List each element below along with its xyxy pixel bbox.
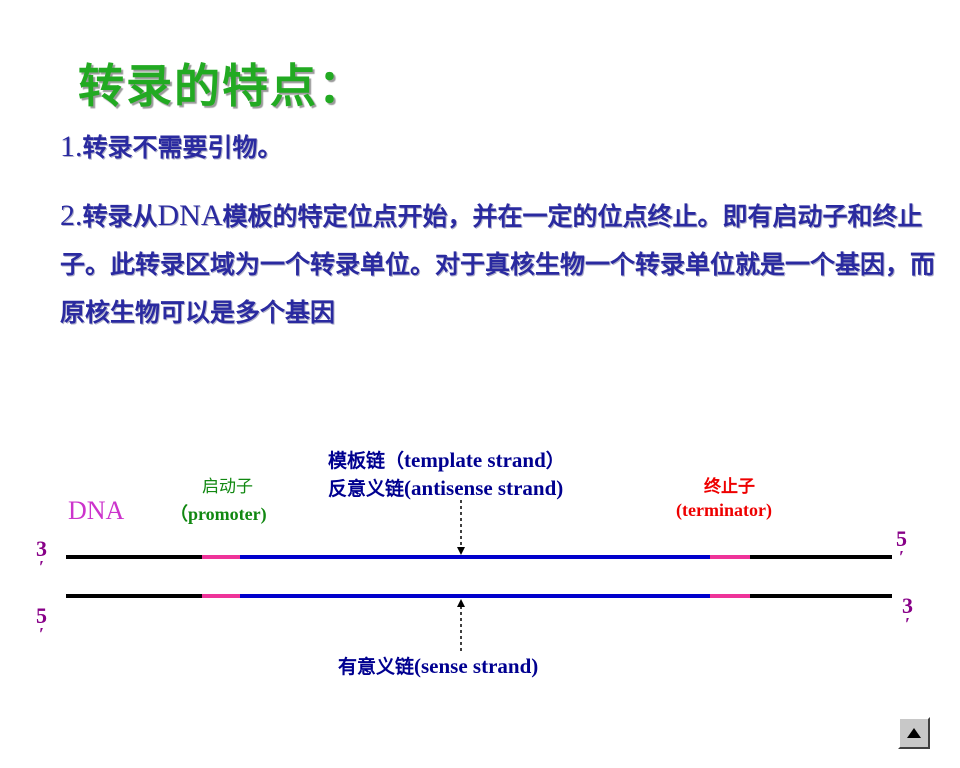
end-top-left-number: 3	[36, 536, 47, 561]
end-top-left: 3′	[36, 538, 47, 577]
template-strand-en: template strand	[404, 448, 546, 472]
end-bottom-right: 3′	[902, 595, 913, 634]
nav-up-button[interactable]	[898, 717, 930, 749]
promoter-label: 启动子	[202, 477, 253, 497]
end-bottom-left: 5′	[36, 605, 47, 644]
template-strand-cn-a: 模板链（	[328, 450, 405, 472]
promoter-english-label: （promoter)	[170, 504, 267, 524]
point-2-number: 2.	[60, 199, 83, 232]
triangle-up-icon	[907, 728, 921, 738]
end-top-left-prime: ′	[38, 557, 45, 577]
template-pointer-arrowhead	[457, 547, 465, 555]
terminator-label: 终止子	[704, 477, 755, 497]
sense-strand-label: 有意义链(sense strand)	[338, 652, 538, 679]
end-bottom-left-prime: ′	[38, 624, 45, 644]
template-strand-label: 模板链（template strand）	[328, 446, 565, 473]
end-bottom-right-number: 3	[902, 593, 913, 618]
dna-label: DNA	[68, 496, 125, 525]
end-bottom-left-number: 5	[36, 603, 47, 628]
point-2-text-a: 转录从	[82, 202, 158, 231]
antisense-strand-label: 反意义链(antisense strand)	[328, 474, 563, 501]
end-top-right: 5′	[896, 528, 907, 567]
terminator-english-label: (terminator)	[676, 500, 772, 520]
point-2: 2.转录从DNA模板的特定位点开始，并在一定的位点终止。即有启动子和终止子。此转…	[60, 192, 940, 337]
end-bottom-right-prime: ′	[904, 614, 911, 634]
sense-cn: 有意义链	[338, 656, 415, 678]
end-top-right-number: 5	[896, 526, 907, 551]
antisense-en: (antisense strand)	[404, 476, 564, 500]
sense-pointer-arrowhead	[457, 599, 465, 607]
end-top-right-prime: ′	[898, 547, 905, 567]
antisense-cn: 反意义链	[328, 478, 405, 500]
point-2-dna: DNA	[157, 199, 223, 232]
sense-en: (sense strand)	[414, 654, 539, 678]
point-2-text-b: 模板的特定位点开始，并在一定的位点终止。即有启动子和终止子。此转录区域为一个转录…	[60, 202, 936, 327]
template-strand-cn-b: ）	[545, 450, 565, 472]
point-1-number: 1.	[60, 130, 83, 163]
point-1-text: 转录不需要引物。	[82, 133, 283, 162]
point-1: 1.转录不需要引物。	[60, 128, 940, 164]
slide-title: 转录的特点：	[78, 59, 366, 113]
